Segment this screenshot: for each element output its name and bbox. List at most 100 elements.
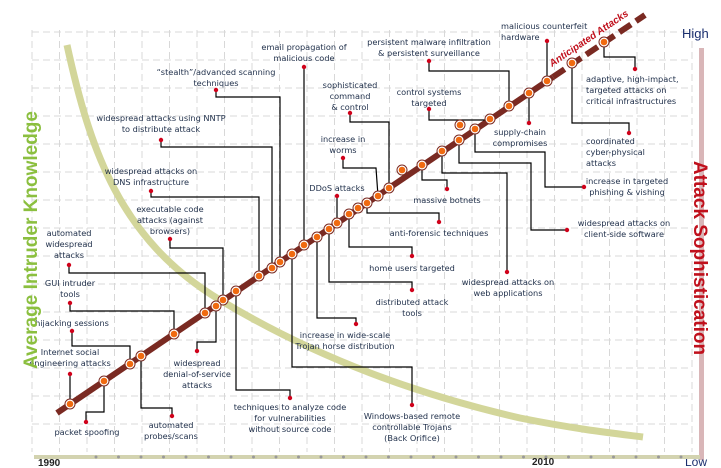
event-label-line: attacks: [54, 250, 84, 260]
event-label: massive botnets: [413, 195, 480, 205]
axis-tick: [522, 455, 525, 459]
event-label-line: increase in targeted: [586, 176, 668, 186]
timeline-marker: [566, 57, 578, 69]
connector-line: [71, 331, 131, 364]
connector-line: [160, 140, 273, 268]
event-label-line: malicious counterfeit: [501, 21, 588, 31]
label-dot: [301, 64, 307, 70]
connector-line: [474, 129, 584, 188]
timeline-marker: [323, 223, 335, 235]
label-dot: [409, 402, 415, 408]
event-label-line: hardware: [501, 32, 540, 42]
event-label-line: denial-of-service: [163, 369, 231, 379]
timeline-marker: [416, 159, 428, 171]
event-label-line: (Back Orifice): [384, 433, 440, 443]
connector-line: [348, 214, 413, 256]
label-dot: [167, 236, 173, 242]
axis-tick: [432, 455, 435, 459]
timeline-marker: [598, 36, 610, 48]
connector-line: [571, 63, 630, 133]
event-label-line: widespread: [173, 358, 220, 368]
connector-line: [150, 191, 260, 276]
timeline-marker: [298, 239, 310, 251]
label-dot: [632, 66, 638, 72]
event-label-line: attacks: [586, 158, 616, 168]
timeline-marker: [199, 307, 211, 319]
event-label-line: & control: [331, 102, 368, 112]
event-label: hijacking sessions: [35, 318, 109, 328]
timeline-marker: [64, 398, 76, 410]
intruder-knowledge-curve: [63, 44, 644, 441]
axis-tick: [297, 455, 300, 459]
timeline-marker: [217, 294, 229, 306]
event-label-line: browsers): [150, 226, 190, 236]
event-label-line: packet spoofing: [54, 427, 119, 437]
label-dot: [409, 253, 415, 259]
axis-tick: [387, 455, 390, 459]
axis-tick: [364, 455, 368, 459]
label-dot: [287, 395, 293, 401]
right-axis-title: Attack Sophistication: [689, 161, 710, 355]
year-2010: 2010: [532, 457, 555, 468]
timeline-marker: [230, 285, 242, 297]
event-label: packet spoofing: [54, 427, 119, 437]
label-dot: [67, 371, 73, 377]
event-label-line: coordinated: [586, 136, 635, 146]
event-label-line: Trojan horse distribution: [294, 341, 394, 351]
timeline-marker: [503, 100, 515, 112]
axis-tick: [207, 455, 210, 459]
sophistication-axis-bar: [699, 48, 704, 460]
timeline-marker: [352, 202, 364, 214]
event-label-line: for vulnerabilities: [254, 413, 326, 423]
background-grid: [31, 30, 693, 452]
left-axis-title: Average Intruder Knowledge: [21, 111, 42, 369]
event-label-line: home users targeted: [369, 263, 455, 273]
connector-line: [458, 140, 567, 231]
connector-line: [342, 158, 379, 197]
label-dot: [169, 413, 175, 419]
event-label-line: command: [330, 91, 371, 101]
event-label-line: tools: [402, 308, 422, 318]
timeline-marker: [361, 197, 373, 209]
connector-line: [235, 291, 291, 398]
event-label-line: without source code: [249, 424, 332, 434]
event-label-line: web applications: [474, 288, 543, 298]
event-label: adaptive, high-impact,targeted attacks o…: [586, 74, 679, 106]
axis-tick: [679, 455, 683, 459]
label-dot: [436, 219, 442, 225]
event-label-line: compromises: [493, 138, 548, 148]
event-label-line: client-side software: [584, 229, 664, 239]
axis-tick: [342, 455, 345, 459]
connector-line: [196, 306, 217, 351]
timeline-marker: [168, 328, 180, 340]
label-dot: [581, 184, 587, 190]
connector-line: [215, 90, 281, 262]
timeline-markers: [64, 36, 610, 410]
axis-tick: [454, 455, 458, 459]
label-dot: [544, 38, 550, 44]
connector-line: [428, 109, 491, 121]
event-label: home users targeted: [369, 263, 455, 273]
label-dot: [148, 188, 154, 194]
label-dot: [66, 262, 72, 268]
timeline-marker: [124, 358, 136, 370]
event-label-line: widespread attacks on: [462, 277, 554, 287]
label-dot: [213, 87, 219, 93]
event-label-line: DDoS attacks: [309, 183, 364, 193]
timeline-marker: [286, 248, 298, 260]
event-label-line: adaptive, high-impact,: [586, 74, 679, 84]
time-axis-ticks: [94, 455, 683, 459]
label-dot: [340, 155, 346, 161]
